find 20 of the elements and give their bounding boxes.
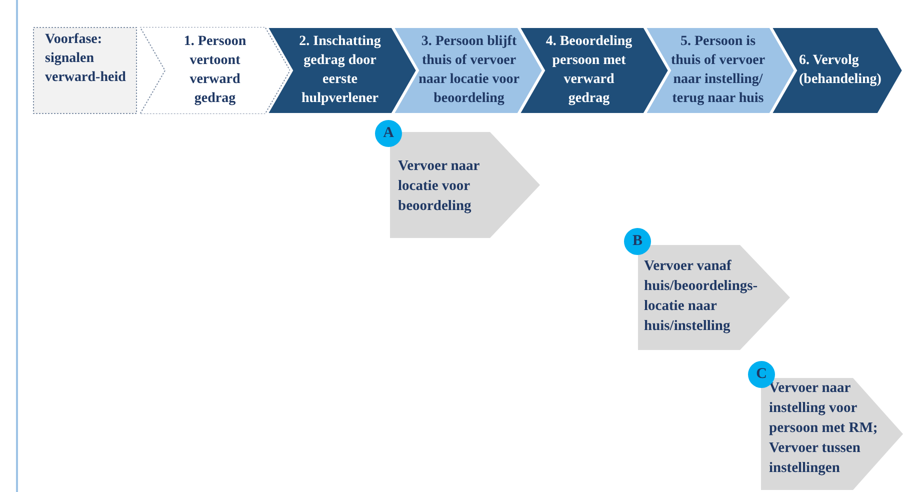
- step-text: 6. Vervolg (behandeling): [799, 52, 882, 89]
- step-text: 4. Beoordeling persoon met verward gedrag: [544, 33, 634, 108]
- step-text: 3. Persoon blijft thuis of vervoer naar locatie voor beoordeling: [418, 33, 520, 108]
- pentagon-box: [761, 378, 903, 490]
- step-text: Voorfase: signalen verward-heid: [45, 31, 127, 87]
- step-text: Vervoer naar locatie voor beoordeling: [398, 157, 480, 216]
- badge-letter: A: [383, 126, 394, 141]
- badge-letter: B: [632, 234, 642, 249]
- chevron-step: [771, 27, 903, 114]
- step-text: 5. Persoon is thuis of vervoer naar instelling/ terug naar huis: [670, 33, 766, 108]
- pentagon-box: [638, 245, 790, 350]
- phase-box: [33, 27, 137, 114]
- chevron-step: [140, 27, 290, 114]
- step-text: 1. Persoon vertoont verward gedrag: [182, 33, 248, 108]
- step-text: 2. Inschatting gedrag door eerste hulpverlener: [298, 33, 382, 108]
- letter-badge: [375, 120, 402, 147]
- step-text: Vervoer vanaf huis/beoordelings-locatie naar huis/instelling: [644, 257, 759, 336]
- letter-badge: [624, 228, 651, 255]
- step-text: Vervoer naar instelling voor persoon met RM; Vervoer tussen instellingen: [769, 379, 879, 478]
- badge-letter: C: [756, 367, 767, 382]
